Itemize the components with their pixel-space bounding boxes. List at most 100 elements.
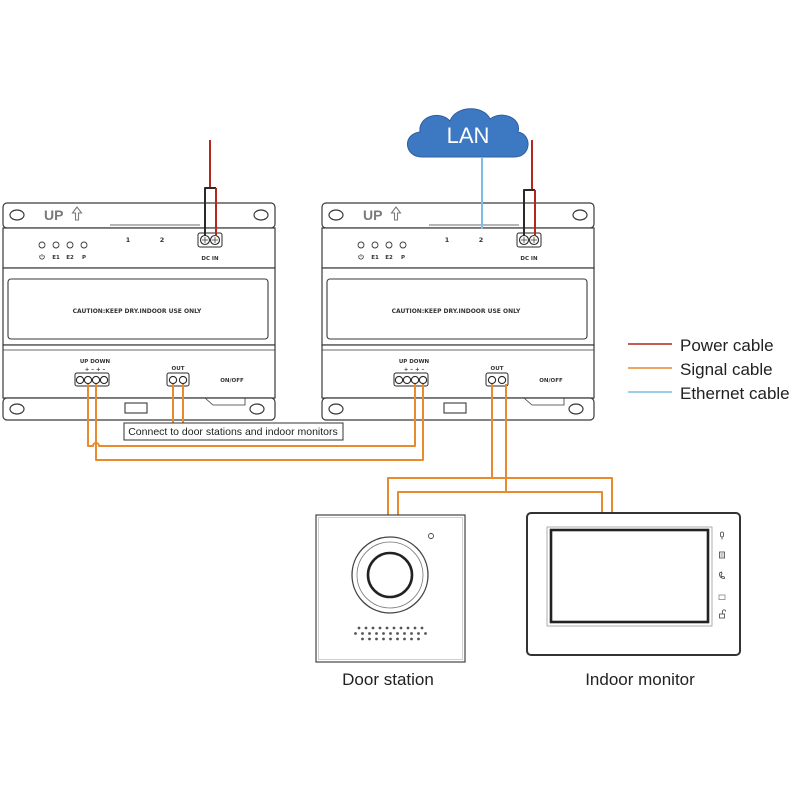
- mounting-hole: [328, 209, 344, 221]
- power-cable-return: [204, 187, 216, 236]
- switch-label: ON/OFF: [220, 378, 244, 384]
- speaker-hole: [361, 637, 364, 641]
- speaker-hole: [368, 632, 371, 635]
- speaker-hole: [368, 637, 371, 641]
- mic-icon: [720, 531, 724, 540]
- terminal-screw: [99, 375, 109, 385]
- speaker-hole: [403, 632, 406, 635]
- speaker-icon: [719, 551, 725, 559]
- led-e2: [385, 241, 393, 249]
- speaker-hole: [417, 637, 420, 641]
- terminal-screw: [91, 375, 101, 385]
- port-label-1: 1: [126, 236, 131, 244]
- speaker-hole: [389, 637, 392, 641]
- speaker-hole: [382, 637, 385, 641]
- speaker-hole: [357, 626, 361, 630]
- speaker-hole: [378, 626, 382, 630]
- switch-label: ON/OFF: [539, 378, 563, 384]
- speaker-hole: [354, 632, 357, 635]
- speaker-hole: [410, 632, 413, 635]
- out-label: OUT: [172, 366, 185, 372]
- speaker-hole: [403, 637, 406, 641]
- legend-label-ethernet: Ethernet cable: [680, 384, 790, 403]
- caution-text: CAUTION:KEEP DRY.INDOOR USE ONLY: [73, 308, 202, 315]
- mounting-hole: [572, 209, 588, 221]
- terminal-screw: [75, 375, 85, 385]
- legend-label-power: Power cable: [680, 336, 774, 355]
- speaker-hole: [385, 626, 389, 630]
- speaker-hole: [382, 632, 385, 635]
- dc-in-label: DC IN: [520, 256, 538, 262]
- door-station-label: Door station: [342, 670, 434, 689]
- monitor-bezel: [546, 526, 713, 627]
- speaker-hole: [392, 626, 396, 630]
- speaker-hole: [410, 637, 413, 641]
- port-label-2: 2: [479, 236, 484, 244]
- speaker-grille: [354, 626, 427, 641]
- power-cables: [204, 140, 536, 236]
- bottom-body: [321, 344, 595, 399]
- signal-cables: [87, 384, 613, 515]
- mounting-hole: [328, 403, 344, 415]
- din-clip: [124, 402, 148, 414]
- out-label: OUT: [491, 366, 504, 372]
- dc-in-screw: [199, 234, 211, 246]
- lan-label: LAN: [447, 123, 490, 148]
- camera-ring: [356, 541, 424, 609]
- led-panel: [2, 227, 276, 269]
- port-label-1: 1: [445, 236, 450, 244]
- led-power: [38, 241, 46, 249]
- updown-label: UP DOWN: [80, 359, 111, 365]
- led-p: [80, 241, 88, 249]
- speaker-hole: [417, 632, 420, 635]
- led-label-p: P: [82, 255, 86, 261]
- light-sensor-icon: [428, 533, 434, 539]
- speaker-hole: [364, 626, 368, 630]
- polarity-label: + – + –: [85, 367, 106, 373]
- speaker-hole: [406, 626, 410, 630]
- connect-note-box: [123, 422, 344, 441]
- speaker-hole: [420, 626, 424, 630]
- power-icon: [39, 254, 45, 260]
- speaker-hole: [361, 632, 364, 635]
- mounting-hole: [568, 403, 584, 415]
- power-icon: [358, 254, 364, 260]
- caution-panel: [326, 278, 588, 340]
- terminal-screw: [410, 375, 420, 385]
- port-label-2: 2: [160, 236, 165, 244]
- speaker-hole: [413, 626, 417, 630]
- monitor-icon: [718, 594, 726, 600]
- up-label: UP: [363, 207, 382, 223]
- legend: Power cable Signal cable Ethernet cable: [628, 336, 790, 403]
- caution-text: CAUTION:KEEP DRY.INDOOR USE ONLY: [392, 308, 521, 315]
- speaker-hole: [396, 632, 399, 635]
- speaker-hole: [396, 637, 399, 641]
- connect-note: Connect to door stations and indoor moni…: [123, 422, 344, 441]
- led-power: [357, 241, 365, 249]
- led-label-e1: E1: [52, 255, 60, 261]
- terminal-screw: [487, 375, 497, 385]
- led-panel: [321, 227, 595, 269]
- unlock-icon: [719, 609, 727, 619]
- terminal-screw: [497, 375, 507, 385]
- connect-note-text: Connect to door stations and indoor moni…: [128, 426, 338, 438]
- speaker-hole: [375, 632, 378, 635]
- camera-lens-icon: [366, 551, 414, 599]
- door-station: [315, 514, 466, 663]
- mounting-hole: [9, 403, 25, 415]
- power-cable-return: [523, 189, 535, 236]
- phone-icon: [719, 571, 725, 579]
- speaker-hole: [371, 626, 375, 630]
- speaker-hole: [399, 626, 403, 630]
- up-label: UP: [44, 207, 63, 223]
- up-arrow-icon: [390, 206, 402, 221]
- distributor-module-2: UP E1 E2 P 1 2 DC IN CAUTION:KEEP DRY.IN…: [321, 202, 595, 421]
- speaker-hole: [389, 632, 392, 635]
- dc-in-screw: [518, 234, 530, 246]
- dc-in-screw: [528, 234, 540, 246]
- terminal-screw: [168, 375, 178, 385]
- led-e2: [66, 241, 74, 249]
- switch-ledge: [204, 397, 246, 406]
